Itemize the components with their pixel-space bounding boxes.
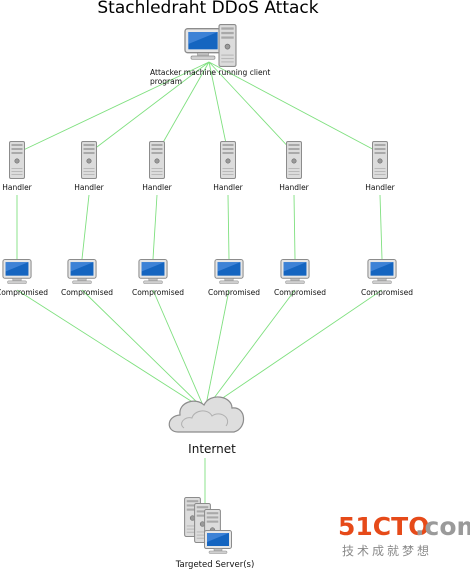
server-tower-icon [220, 140, 236, 180]
server-cluster-icon [184, 497, 232, 554]
compromised-node: Compromised [0, 259, 48, 297]
handler-label: Handler [2, 183, 32, 192]
link-compromised-internet-3 [152, 289, 206, 411]
link-attacker-handler-4 [208, 61, 229, 154]
link-compromised-internet-4 [204, 289, 230, 411]
compromised-row: Compromised Compromised Compromised Comprom… [0, 259, 413, 297]
handler-node: Handler [2, 140, 33, 192]
handler-label: Handler [74, 183, 104, 192]
handler-node: Handler [142, 140, 173, 192]
watermark-logo: 51CTO .com [338, 512, 470, 541]
server-tower-icon [149, 140, 165, 180]
handler-node: Handler [279, 140, 310, 192]
attacker-node: Attacker machine running client program [150, 24, 270, 86]
link-attacker-handler-5 [208, 61, 295, 154]
watermark: 51CTO .com 技术成就梦想 [338, 512, 470, 558]
link-handler-compromised-3 [152, 194, 158, 260]
monitor-icon [280, 259, 310, 284]
server-tower-icon [9, 140, 25, 180]
compromised-label: Compromised [132, 288, 184, 297]
handler-node: Handler [365, 140, 396, 192]
link-attacker-handler-1 [16, 61, 210, 154]
server-tower-icon [81, 140, 97, 180]
compromised-label: Compromised [208, 288, 260, 297]
internet-node: Internet [168, 396, 245, 456]
watermark-brand-suffix: .com [415, 512, 470, 541]
watermark-tagline: 技术成就梦想 [342, 543, 432, 558]
handler-row: Handler Handler Handler Handler Handler Handl… [2, 140, 396, 192]
server-tower-icon [372, 140, 388, 180]
link-compromised-internet-2 [81, 289, 206, 411]
handler-node: Handler [74, 140, 105, 192]
attacker-label-line2: program [150, 77, 182, 86]
compromised-node: Compromised [361, 259, 413, 297]
compromised-label: Compromised [361, 288, 413, 297]
handler-node: Handler [213, 140, 244, 192]
compromised-label: Compromised [0, 288, 48, 297]
connection-lines [16, 61, 383, 505]
compromised-label: Compromised [61, 288, 113, 297]
link-attacker-handler-6 [208, 61, 381, 154]
watermark-brand-digits: 51CTO [338, 512, 429, 541]
target-node: Targeted Server(s) [175, 497, 255, 570]
link-handler-compromised-2 [81, 194, 90, 260]
server-tower-icon [286, 140, 302, 180]
monitor-icon [214, 259, 244, 284]
compromised-label: Compromised [274, 288, 326, 297]
internet-label: Internet [188, 442, 236, 456]
handler-label: Handler [142, 183, 172, 192]
attacker-label-line1: Attacker machine running client [150, 68, 270, 77]
compromised-node: Compromised [208, 259, 260, 297]
handler-label: Handler [365, 183, 395, 192]
link-compromised-internet-6 [204, 289, 383, 411]
compromised-node: Compromised [274, 259, 326, 297]
handler-label: Handler [279, 183, 309, 192]
monitor-icon [367, 259, 397, 284]
handler-label: Handler [213, 183, 243, 192]
monitor-icon [138, 259, 168, 284]
link-handler-compromised-6 [379, 194, 383, 260]
compromised-node: Compromised [61, 259, 113, 297]
workstation-icon [184, 24, 237, 67]
link-compromised-internet-1 [16, 289, 206, 411]
monitor-icon [2, 259, 32, 284]
diagram-title: Stachledraht DDoS Attack [97, 0, 318, 18]
target-label: Targeted Server(s) [175, 560, 255, 570]
link-attacker-handler-3 [156, 61, 210, 154]
link-compromised-internet-5 [204, 289, 296, 411]
cloud-icon [168, 396, 245, 433]
monitor-icon [67, 259, 97, 284]
link-handler-compromised-4 [227, 194, 230, 260]
link-handler-compromised-5 [293, 194, 296, 260]
compromised-node: Compromised [132, 259, 184, 297]
link-attacker-handler-2 [88, 61, 210, 154]
